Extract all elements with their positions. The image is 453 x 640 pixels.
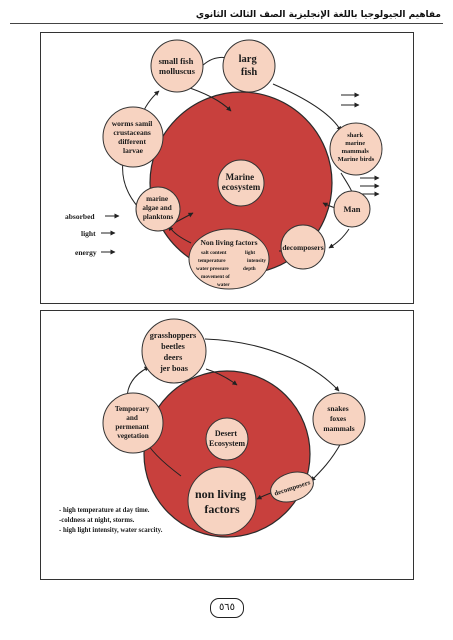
svg-text:water pressure: water pressure: [196, 266, 229, 272]
svg-text:intensity: intensity: [247, 258, 266, 264]
node-snakes-label: snakes foxes mammals: [323, 404, 354, 433]
node-grasshoppers-label: grasshoppers beetles deers jer boas: [150, 331, 198, 373]
node-vegetation: [102, 392, 164, 454]
node-non-living-factors: [188, 228, 270, 290]
node-larg-fish-label: larg fish: [239, 54, 260, 78]
marine-center-node: [217, 159, 265, 207]
page-number: ٥٦٥: [210, 598, 244, 618]
node-decomposers: [280, 224, 326, 270]
desert-food-web-arrows: [126, 338, 342, 500]
svg-text:light: light: [245, 250, 255, 256]
marine-food-web-arrows: [119, 57, 357, 254]
node-vegetation-label: Temporary and permenant vegetation: [115, 405, 151, 440]
svg-text:absorbed: absorbed: [65, 212, 95, 221]
svg-text:- high light intensity, water: - high light intensity, water scarcity.: [59, 527, 163, 534]
desert-ecosystem-diagram: Desert Ecosystem grasshoppers beetles de…: [59, 318, 366, 538]
svg-text:water: water: [217, 282, 230, 288]
marine-ecosystem-diagram: Marine ecosystem small fish molluscus la…: [65, 39, 383, 290]
node-grasshoppers: [141, 318, 207, 384]
node-snakes-foxes: [312, 392, 366, 446]
desert-ecosystem-panel: Desert Ecosystem grasshoppers beetles de…: [40, 310, 414, 580]
node-non-living-label: non living factors: [195, 487, 249, 516]
node-worms-label: worms samil crustaceans different larvae: [112, 119, 155, 155]
node-small-fish: [150, 39, 204, 93]
node-shark-label: shark marine mammals Marine birds: [338, 132, 375, 163]
node-man-label: Man: [344, 204, 361, 214]
node-decomposers-desert: [270, 471, 314, 503]
svg-text:temperature: temperature: [198, 258, 226, 264]
desert-notes: - high temperature at day time. -coldnes…: [59, 507, 163, 534]
node-larg-fish: [222, 39, 276, 93]
svg-text:-coldness at night, storms.: -coldness at night, storms.: [59, 517, 135, 524]
non-living-items: salt content light temperature intensity…: [196, 250, 266, 288]
non-living-title: Non living factors: [200, 238, 257, 247]
node-small-fish-label: small fish molluscus: [159, 56, 196, 76]
header-rule: [10, 23, 443, 24]
svg-text:salt content: salt content: [201, 250, 227, 256]
node-shark-mammals-birds: [329, 122, 383, 176]
marine-center-label: Marine ecosystem: [222, 172, 261, 192]
svg-text:movement of: movement of: [201, 274, 230, 280]
marine-ecosystem-panel: Marine ecosystem small fish molluscus la…: [40, 32, 414, 304]
node-algae-label: marine algae and planktons: [142, 195, 173, 221]
svg-text:- high temperature at day time: - high temperature at day time.: [59, 507, 150, 514]
desert-center-label: Desert Ecosystem: [209, 429, 245, 448]
node-man: [333, 190, 371, 228]
node-decomposers-label: decomposers: [282, 243, 323, 252]
node-worms-crustaceans: [102, 106, 164, 168]
svg-text:depth: depth: [243, 266, 256, 272]
marine-energy-arrows: [341, 92, 380, 197]
svg-text:energy: energy: [75, 248, 97, 257]
svg-text:light: light: [81, 229, 96, 238]
node-algae-planktons: [135, 186, 181, 232]
desert-center-node: [205, 417, 249, 461]
marine-side-labels: absorbed light energy: [65, 212, 120, 257]
node-non-living-factors-desert: [187, 466, 257, 536]
page-header: مفاهيم الجيولوجيا باللغة الإنجليزية الصف…: [195, 10, 441, 20]
